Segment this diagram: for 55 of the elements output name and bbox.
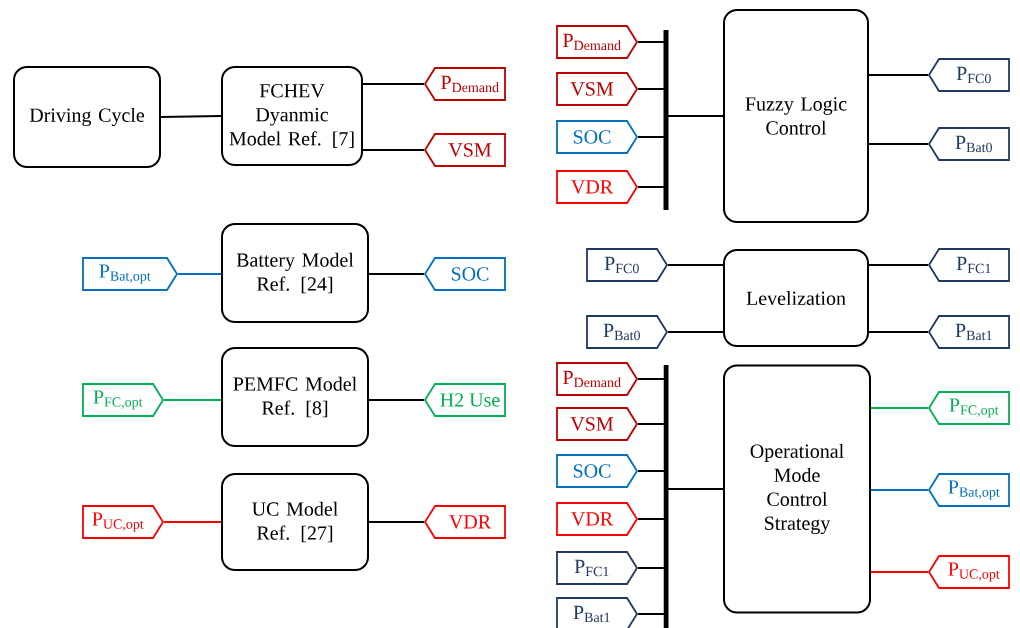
signal-tag: P$_{FC0}$ [927,58,1010,92]
connector-line [667,331,724,333]
signal-tag: VDR [556,502,639,536]
signal-tag: P$_{Bat0}$ [586,315,669,349]
connector-line [368,399,425,401]
signal-tag: P$_{FC,opt}$ [82,383,165,417]
signal-tag: P$_{Bat,opt}$ [82,257,179,291]
connector-line [368,273,425,275]
connector-line [362,83,425,85]
connector-line [637,115,724,188]
signal-tag: VSM [423,133,506,167]
signal-tag: P$_{Bat1}$ [927,315,1010,349]
signal-tag: P$_{FC0}$ [586,248,669,282]
signal-tag: P$_{Bat1}$ [556,597,639,628]
signal-tag: SOC [423,257,506,291]
connector-line [177,273,222,275]
process-box: UC Model Ref. [27] [221,473,369,571]
connector-line [868,74,929,76]
signal-tag: SOC [556,454,639,488]
connector-line [163,521,222,523]
connector-line [160,115,222,118]
signal-tag: P$_{FC,opt}$ [927,391,1010,425]
signal-tag: H2 Use [423,383,506,417]
process-box: PEMFC Model Ref. [8] [221,347,369,447]
connector-line [637,488,724,615]
signal-tag: P$_{Demand}$ [556,25,639,59]
signal-tag: VSM [556,407,639,441]
process-box: Operational Mode Control Strategy [723,364,871,614]
signal-tag: P$_{Demand}$ [556,362,639,396]
signal-tag: VSM [556,72,639,106]
connector-line [870,407,929,409]
signal-tag: P$_{FC1}$ [556,551,639,585]
signal-tag: P$_{Bat0}$ [927,127,1010,161]
signal-tag: P$_{UC,opt}$ [82,505,165,539]
signal-tag: SOC [556,120,639,154]
process-box: Levelization [723,249,869,347]
connector-line [868,264,929,266]
process-box: FCHEV Dyanmic Model Ref. [7] [221,66,363,166]
signal-tag: P$_{UC,opt}$ [927,555,1010,589]
process-box: Battery Model Ref. [24] [221,223,369,323]
signal-tag: P$_{Bat,opt}$ [927,473,1010,507]
connector-line [868,331,929,333]
connector-line [868,143,929,145]
connector-line [870,571,929,573]
connector-line [667,264,724,266]
process-box: Fuzzy Logic Control [723,9,869,223]
signal-tag: VDR [556,170,639,204]
signal-tag: VDR [423,505,506,539]
connector-line [870,489,929,491]
signal-tag: P$_{Demand}$ [423,67,506,101]
signal-tag: P$_{FC1}$ [927,248,1010,282]
connector-line [163,399,222,401]
process-box: Driving Cycle [13,66,161,168]
connector-line [368,521,425,523]
connector-line [362,149,425,151]
